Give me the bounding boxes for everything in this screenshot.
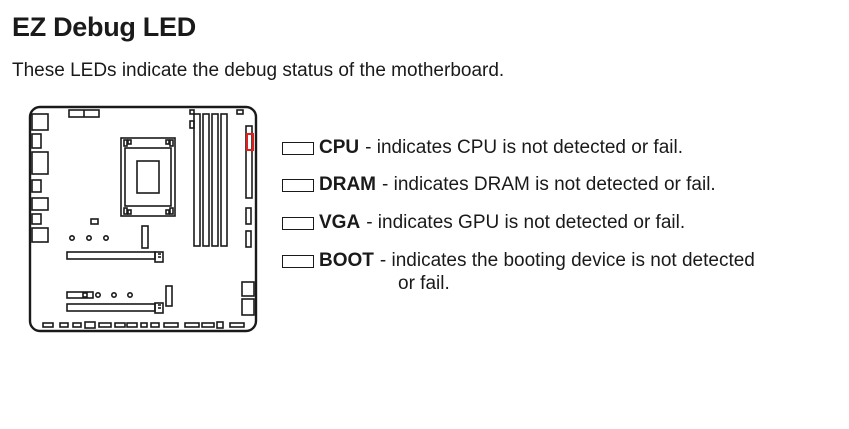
led-dram-icon (282, 179, 314, 192)
right-connector-2 (245, 207, 252, 225)
fan-header-1 (189, 109, 195, 115)
led-description: - indicates DRAM is not detected or fail… (382, 174, 716, 195)
led-name: BOOT (319, 250, 374, 271)
standoff-5 (111, 292, 118, 299)
legend-item-cpu: CPU- indicates CPU is not detected or fa… (282, 136, 683, 159)
legend-item-boot: BOOT- indicates the booting device is no… (282, 249, 755, 295)
led-vga-icon (282, 217, 314, 230)
led-boot-icon (282, 255, 314, 268)
cpu-socket (120, 137, 176, 217)
led-name: CPU (319, 137, 360, 158)
small-chip (90, 218, 99, 225)
led-cpu-icon (282, 142, 314, 155)
rear-io-5 (31, 197, 49, 211)
pcie-block-2 (82, 292, 88, 298)
m2-slot-1 (141, 225, 149, 249)
rear-io-6 (31, 213, 42, 225)
right-connector-3 (245, 230, 252, 248)
legend-item-vga: VGA- indicates GPU is not detected or fa… (282, 211, 685, 234)
standoff-3 (103, 235, 110, 242)
led-description-continued: or fail. (398, 273, 450, 294)
legend-item-dram: DRAM - indicates DRAM is not detected or … (282, 173, 716, 196)
ez-debug-led-highlight (246, 133, 254, 151)
right-connector-4 (241, 281, 255, 297)
motherboard-diagram (28, 105, 258, 333)
rear-io-1 (31, 113, 49, 131)
dimm-slots (193, 113, 228, 247)
bottom-headers (42, 321, 245, 329)
right-connector-1 (245, 125, 253, 199)
standoff-1 (68, 235, 75, 242)
rear-io-7 (31, 227, 49, 243)
board-outline (28, 105, 258, 333)
page-title: EZ Debug LED (12, 12, 196, 42)
page-subtitle: These LEDs indicate the debug status of … (12, 60, 505, 81)
pcie-block (66, 291, 94, 299)
rear-io-3 (31, 151, 49, 175)
right-connector-5 (241, 298, 255, 316)
led-description: - indicates CPU is not detected or fail. (365, 137, 683, 158)
standoff-6 (127, 292, 134, 299)
led-name: VGA (319, 212, 361, 233)
rear-io-4 (31, 179, 42, 193)
pcie-slot-2 (66, 302, 164, 314)
standoff-2 (85, 235, 92, 242)
fan-header-2 (236, 109, 244, 115)
pcie-slot-1 (66, 251, 164, 263)
rear-io-2 (31, 133, 42, 149)
led-description: - indicates the booting device is not de… (379, 250, 755, 271)
standoff-4 (95, 292, 102, 299)
m2-slot-2 (165, 285, 173, 307)
led-description: - indicates GPU is not detected or fail. (366, 212, 686, 233)
led-name: DRAM (319, 174, 376, 195)
